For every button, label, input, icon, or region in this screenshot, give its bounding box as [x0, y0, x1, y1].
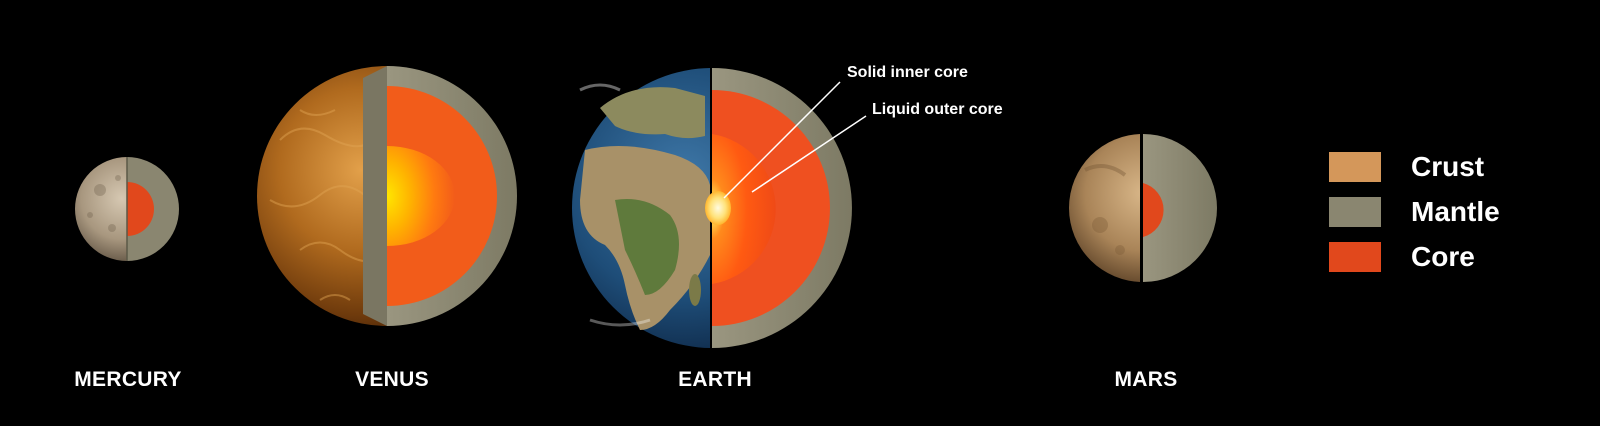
planet-label-mars: MARS	[1114, 368, 1178, 391]
mars-globe	[1069, 134, 1217, 282]
planet-label-venus: VENUS	[355, 368, 429, 391]
callout-solid-inner-core: Solid inner core	[847, 64, 968, 81]
callout-liquid-outer-core: Liquid outer core	[872, 101, 1003, 118]
legend-label-mantle: Mantle	[1411, 195, 1500, 227]
legend-swatch-crust	[1329, 151, 1381, 182]
legend: Crust Mantle Core	[1329, 144, 1500, 279]
legend-item-mantle: Mantle	[1329, 189, 1500, 234]
planet-label-earth: EARTH	[678, 368, 752, 391]
venus-globe	[257, 66, 517, 326]
mercury-globe	[75, 157, 179, 261]
legend-label-core: Core	[1411, 240, 1475, 272]
legend-item-crust: Crust	[1329, 144, 1500, 189]
legend-swatch-mantle	[1329, 196, 1381, 227]
legend-item-core: Core	[1329, 234, 1500, 279]
legend-swatch-core	[1329, 241, 1381, 272]
planet-label-mercury: MERCURY	[74, 368, 182, 391]
legend-label-crust: Crust	[1411, 150, 1485, 182]
earth-globe	[572, 68, 867, 348]
